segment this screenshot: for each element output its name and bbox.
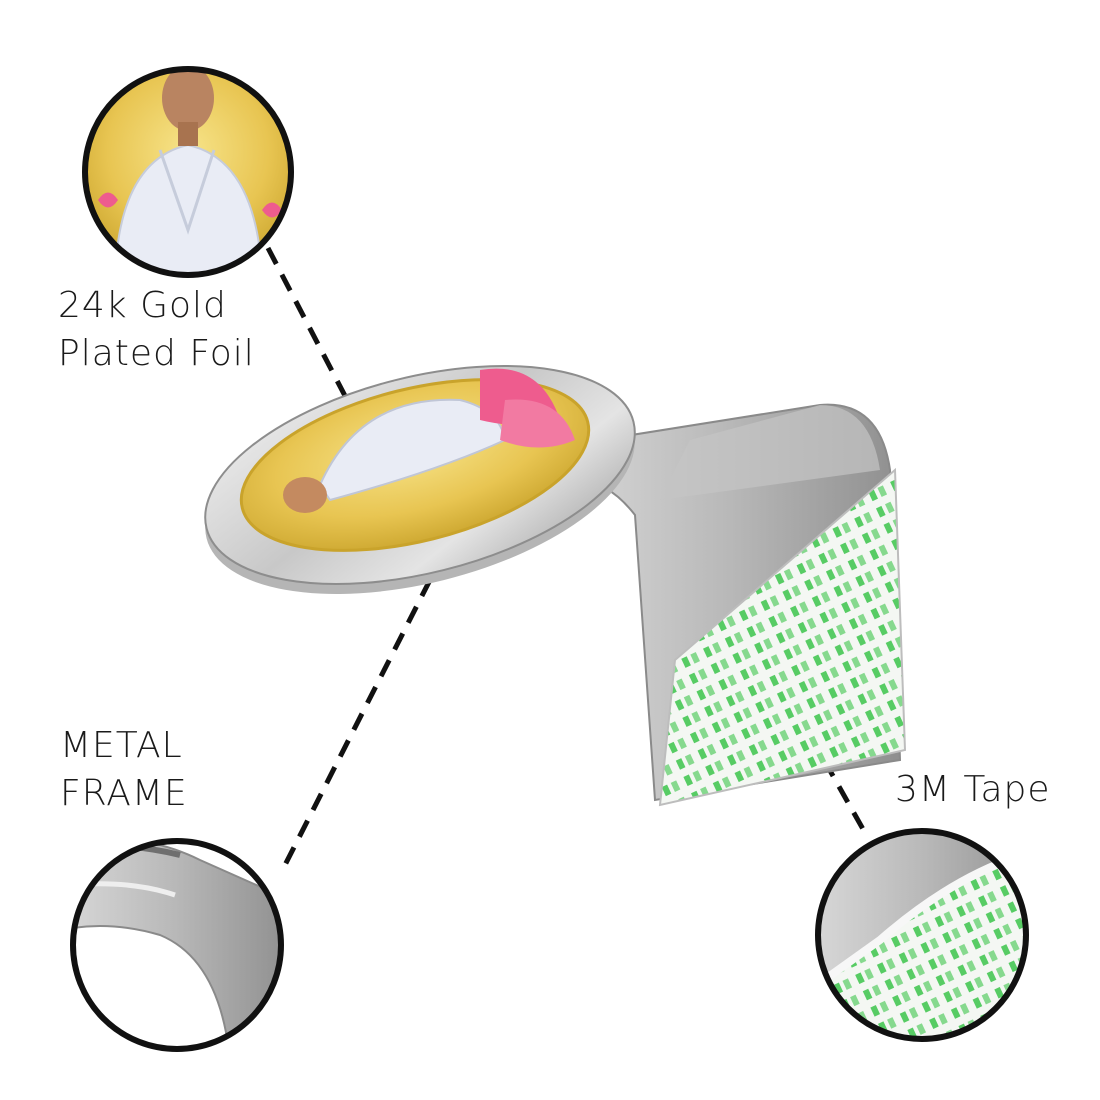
medallion-frame bbox=[204, 365, 636, 594]
tape-zoom-circle bbox=[815, 828, 1029, 1042]
metal-bracket bbox=[559, 403, 907, 807]
tape-label-line1: 3M Tape bbox=[895, 769, 1051, 810]
gold-foil-label-line2: Plated Foil bbox=[58, 333, 255, 374]
metal-frame-label-line1: METAL bbox=[60, 725, 183, 766]
metal-frame-label: METAL FRAME bbox=[60, 722, 188, 818]
metal-frame-zoom-circle bbox=[70, 838, 284, 1052]
gold-foil-label-line1: 24k Gold bbox=[58, 285, 227, 326]
tape-strip bbox=[658, 467, 907, 807]
metal-frame-label-line2: FRAME bbox=[60, 773, 188, 814]
gold-foil-label: 24k Gold Plated Foil bbox=[58, 282, 255, 378]
metal-frame-leader-line bbox=[282, 578, 433, 867]
tape-label: 3M Tape bbox=[895, 766, 1051, 814]
gold-foil-zoom-circle bbox=[82, 66, 294, 278]
